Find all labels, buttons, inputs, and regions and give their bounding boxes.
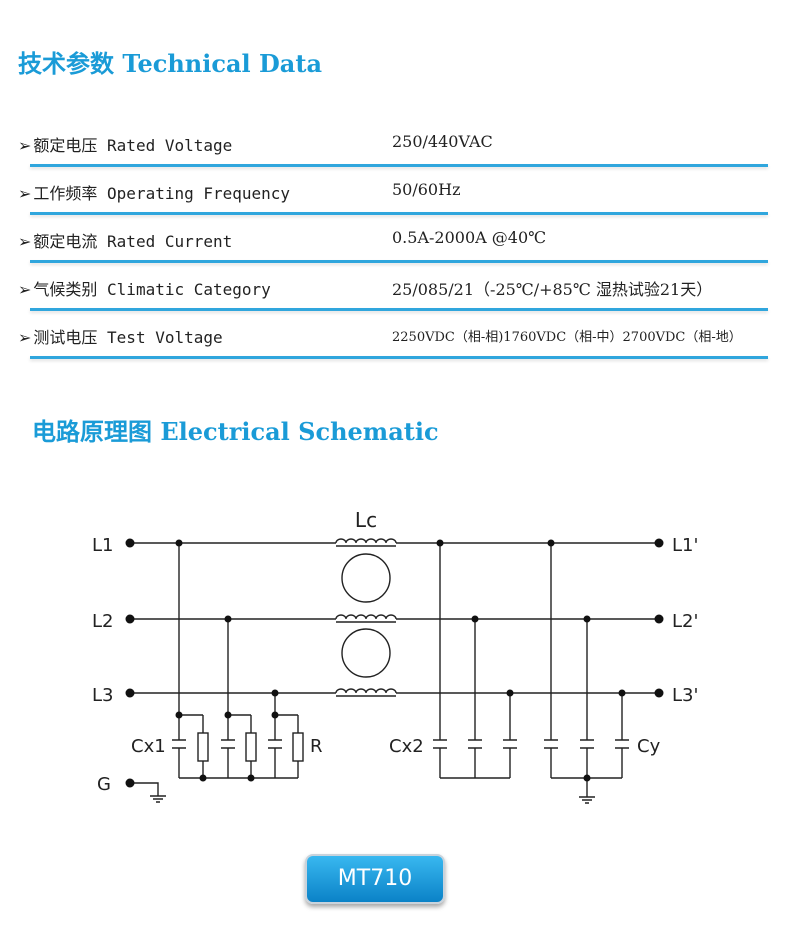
row-divider [30,260,768,263]
label-l2-out: L2' [672,611,698,632]
spec-label: 气候类别 Climatic Category [33,280,271,299]
electrical-schematic-title: 电路原理图 Electrical Schematic [32,417,439,446]
label-cx2: Cx2 [389,736,424,757]
spec-row-rated-current: ➢额定电流 Rated Current 0.5A-2000A @40℃ [0,220,800,268]
row-divider [30,308,768,311]
label-l3: L3 [92,685,113,706]
spec-label: 测试电压 Test Voltage [33,328,223,347]
technical-data-title: 技术参数 Technical Data [18,49,322,78]
junction-dots [125,538,664,788]
model-button[interactable]: MT710 [305,854,445,904]
spec-value: 25/085/21（-25℃/+85℃ 湿热试验21天） [392,280,713,299]
spec-row-climatic-category: ➢气候类别 Climatic Category 25/085/21（-25℃/+… [0,268,800,316]
label-r: R [310,736,323,757]
label-cx1: Cx1 [131,736,166,757]
label-lc: Lc [355,508,377,532]
wires [130,538,659,804]
spec-row-test-voltage: ➢测试电压 Test Voltage 2250VDC（相-相)1760VDC（相… [0,316,800,364]
spec-label: 额定电流 Rated Current [33,232,233,251]
row-divider [30,164,768,167]
arrow-bullet-icon: ➢ [18,280,32,299]
label-g: G [97,774,111,795]
spec-value: 50/60Hz [392,180,461,199]
arrow-bullet-icon: ➢ [18,136,32,155]
spec-row-operating-frequency: ➢工作频率 Operating Frequency 50/60Hz [0,172,800,220]
arrow-bullet-icon: ➢ [18,232,32,251]
label-l2: L2 [92,611,113,632]
label-l1: L1 [92,535,113,556]
arrow-bullet-icon: ➢ [18,184,32,203]
row-divider [30,356,768,359]
spec-row-rated-voltage: ➢额定电压 Rated Voltage 250/440VAC [0,124,800,172]
spec-label: 工作频率 Operating Frequency [33,184,291,203]
row-divider [30,212,768,215]
spec-value: 2250VDC（相-相)1760VDC（相-中）2700VDC（相-地） [392,330,742,345]
schematic-diagram: Lc L1 L2 L3 L1' L2' L3' G Cx1 R Cx2 Cy [92,508,698,804]
spec-label: 额定电压 Rated Voltage [33,136,233,155]
spec-value: 250/440VAC [392,132,493,151]
label-cy: Cy [637,736,661,757]
arrow-bullet-icon: ➢ [18,328,32,347]
label-l3-out: L3' [672,685,698,706]
label-l1-out: L1' [672,535,698,556]
spec-value: 0.5A-2000A @40℃ [392,228,547,247]
